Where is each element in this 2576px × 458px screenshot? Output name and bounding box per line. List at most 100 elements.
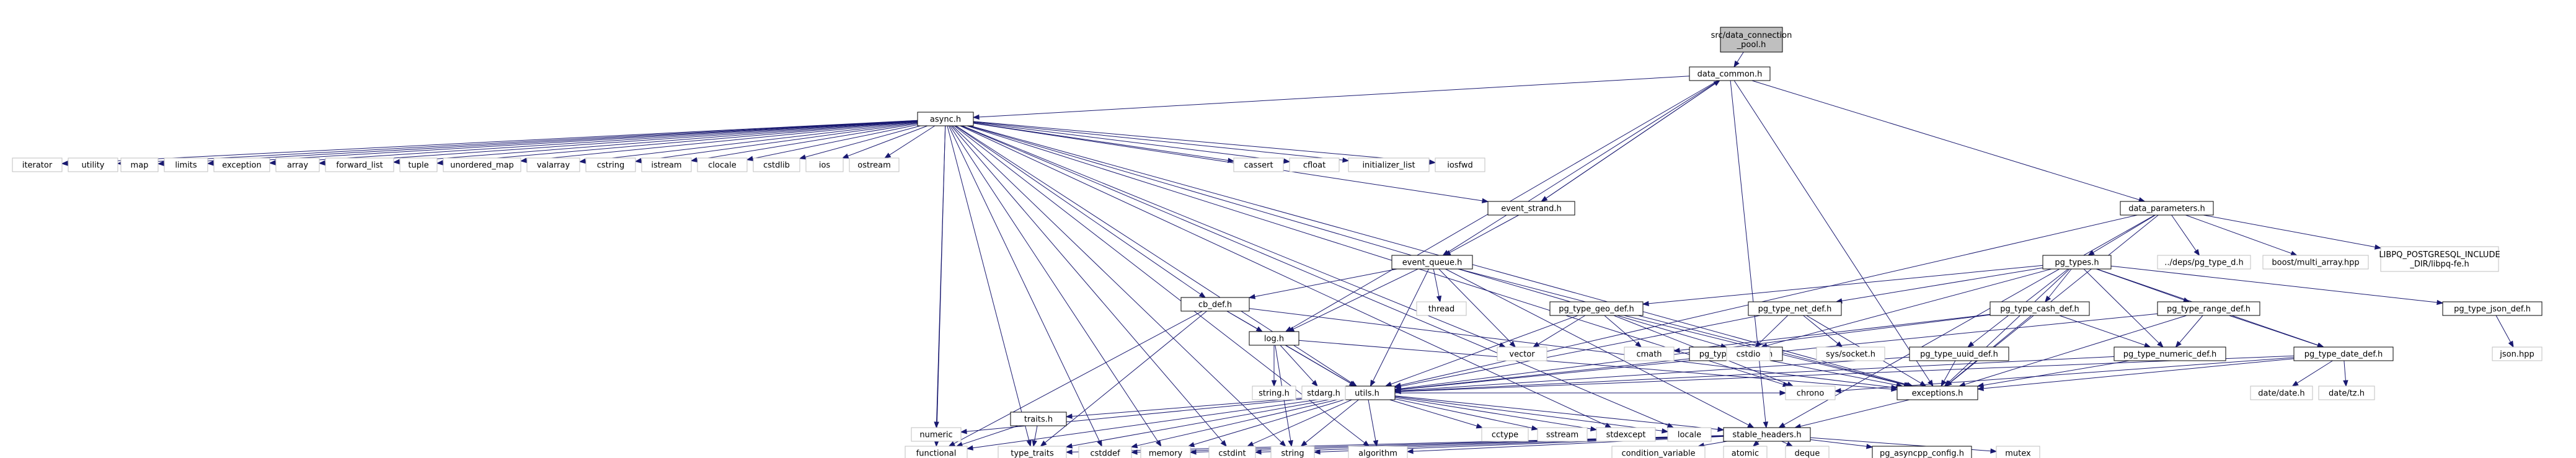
node-locale: locale — [1667, 427, 1712, 442]
node-label: cstring — [597, 161, 624, 170]
edge-pg_type_numeric_def-to-exceptions — [1976, 360, 2130, 388]
node-pg-type-numeric-def[interactable]: pg_type_numeric_def.h — [2113, 346, 2226, 361]
node-label: cb_def.h — [1198, 301, 1232, 310]
node-pg-type-net-def[interactable]: pg_type_net_def.h — [1748, 301, 1842, 316]
node-cstdint: cstdint — [1208, 446, 1256, 458]
edge-arrowhead — [2343, 380, 2348, 387]
edge-line — [1394, 399, 1533, 429]
edge-utils-to-cstddef — [1130, 399, 1340, 449]
node-memory: memory — [1140, 446, 1191, 458]
node-label: LIBPQ_POSTGRESQL_INCLUDE — [2379, 250, 2500, 260]
node-label: initializer_list — [1362, 161, 1415, 170]
edge-line — [951, 125, 1223, 443]
edge-arrowhead — [1531, 425, 1539, 431]
edge-utils-to-string — [1300, 399, 1359, 447]
node-pg-type-geo-def[interactable]: pg_type_geo_def.h — [1549, 301, 1644, 316]
node-label: pg_type_numeric_def.h — [2123, 350, 2217, 359]
edge-line — [1400, 356, 2115, 392]
node-label: clocale — [708, 161, 736, 170]
edge-line — [1759, 315, 1789, 344]
node-pg-type-range-def[interactable]: pg_type_range_def.h — [2157, 301, 2260, 316]
edge-arrowhead — [1198, 292, 1206, 298]
node-box — [2492, 346, 2543, 361]
edge-line — [1541, 83, 1715, 202]
node-utils[interactable]: utils.h — [1339, 385, 1396, 400]
node-log[interactable]: log.h — [1249, 331, 1299, 346]
edge-event_strand-to-data_common — [1541, 80, 1720, 202]
node-label: log.h — [1264, 335, 1284, 344]
node-deps-pg-type-d: ../deps/pg_type_d.h — [2157, 255, 2251, 270]
node-box — [1872, 446, 1972, 458]
node-cb-def[interactable]: cb_def.h — [1180, 297, 1250, 312]
node-label: date/date.h — [2258, 389, 2304, 399]
node-data-parameters[interactable]: data_parameters.h — [2120, 201, 2214, 216]
edge-arrowhead — [1642, 301, 1649, 307]
edge-arrowhead — [1373, 439, 1379, 447]
node-box — [213, 157, 270, 172]
edge-log-to-stdarg_h — [1280, 345, 1318, 387]
node-box — [2113, 346, 2226, 361]
edge-line — [1841, 267, 2043, 301]
node-box — [68, 157, 118, 172]
edge-arrowhead — [634, 158, 642, 164]
edge-line — [1730, 80, 1766, 423]
edge-async-to-iosfwd — [973, 121, 1436, 165]
edge-line — [848, 125, 928, 157]
node-forward-list: forward_list — [325, 157, 394, 172]
node-label: pg_type_cash_def.h — [2000, 305, 2079, 314]
edge-arrowhead — [1040, 440, 1047, 447]
node-pg-types[interactable]: pg_types.h — [2042, 255, 2112, 270]
edge-line — [2171, 214, 2197, 251]
edge-arrowhead — [1032, 439, 1037, 447]
node-box — [1909, 346, 2009, 361]
node-box — [697, 157, 748, 172]
node-exceptions[interactable]: exceptions.h — [1897, 385, 1978, 400]
node-async[interactable]: async.h — [917, 112, 974, 126]
edge-line — [1737, 51, 1744, 63]
node-stable-headers[interactable]: stable_headers.h — [1723, 427, 1811, 442]
node-label: sstream — [1546, 431, 1578, 440]
node-event-strand[interactable]: event_strand.h — [1487, 201, 1575, 216]
node-cstring: cstring — [585, 157, 636, 172]
edge-arrowhead — [1967, 341, 1975, 348]
node-pg-type-uuid-def[interactable]: pg_type_uuid_def.h — [1909, 346, 2009, 361]
node-box — [849, 157, 900, 172]
node-traits[interactable]: traits.h — [1010, 412, 1067, 426]
node-box — [443, 157, 521, 172]
node-box — [1897, 385, 1978, 400]
edge-cb_def-to-exceptions — [1249, 308, 1898, 390]
node-box — [2442, 301, 2543, 316]
edge-arrowhead — [1928, 379, 1934, 387]
node-pg-type-cash-def[interactable]: pg_type_cash_def.h — [1990, 301, 2090, 316]
node-data-common[interactable]: data_common.h — [1689, 66, 1771, 81]
node-label: stdarg.h — [1307, 389, 1340, 399]
edge-line — [949, 125, 1159, 442]
edge-async-to-forward_list — [392, 121, 918, 165]
edge-line — [805, 125, 921, 157]
edge-arrowhead — [690, 157, 698, 163]
edge-line — [442, 121, 918, 164]
edge-arrowhead — [2193, 249, 2200, 257]
edge-event_queue-to-cb_def — [1248, 268, 1397, 299]
edge-arrowhead — [1130, 443, 1138, 449]
node-pg-type-json-def[interactable]: pg_type_json_def.h — [2442, 301, 2543, 316]
node-label: cfloat — [1303, 161, 1326, 170]
edge-arrowhead — [1673, 348, 1680, 353]
node-label: pg_type_uuid_def.h — [1920, 350, 1998, 359]
node-box — [998, 446, 1067, 458]
edge-arrowhead — [1713, 80, 1720, 86]
edge-line — [1293, 268, 1419, 330]
node-label: boost/multi_array.hpp — [2272, 258, 2359, 268]
edge-arrowhead — [61, 161, 68, 166]
node-label: exceptions.h — [1912, 389, 1963, 399]
edge-utils-to-chrono — [1395, 390, 1787, 396]
node-label: memory — [1149, 449, 1183, 458]
node-pg-asyncpp-config[interactable]: pg_asyncpp_config.h — [1872, 446, 1972, 458]
edge-line — [1400, 355, 2295, 392]
node-event-queue[interactable]: event_queue.h — [1391, 255, 1473, 270]
node-algorithm: algorithm — [1348, 446, 1408, 458]
edge-async-to-unordered_map — [520, 121, 918, 164]
edge-data_parameters-to-boost_multi_array — [2185, 214, 2298, 256]
edge-line — [1045, 310, 1207, 443]
node-pg-type-date-def[interactable]: pg_type_date_def.h — [2293, 346, 2394, 361]
